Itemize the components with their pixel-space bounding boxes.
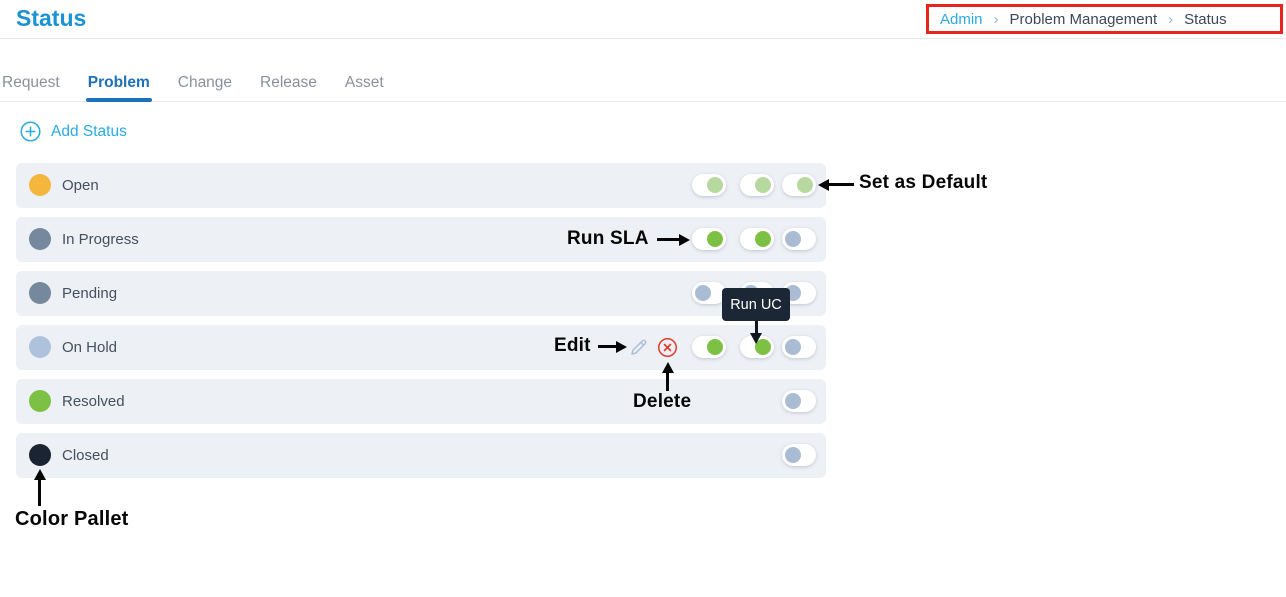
toggle-run-uc[interactable]: [740, 336, 774, 358]
chevron-right-icon: ›: [1168, 10, 1174, 28]
plus-circle-icon: [20, 121, 41, 142]
tab-asset[interactable]: Asset: [344, 73, 384, 91]
toggle-knob: [797, 177, 813, 193]
status-row-pending: Pending: [16, 271, 826, 316]
module-tabs: Request Problem Change Release Asset: [2, 64, 384, 102]
header-divider: [0, 38, 1286, 39]
toggle-knob: [785, 231, 801, 247]
status-row-resolved: Resolved: [16, 379, 826, 424]
status-color-dot[interactable]: [29, 336, 51, 358]
toggle-set-default[interactable]: [782, 174, 816, 196]
annotation-arrowhead-right: [616, 341, 627, 353]
tab-change[interactable]: Change: [177, 73, 233, 91]
status-label: Pending: [62, 285, 118, 302]
toggle-run-sla[interactable]: [692, 228, 726, 250]
annotation-delete: Delete: [633, 391, 692, 412]
toggle-set-default[interactable]: [782, 336, 816, 358]
toggle-run-sla[interactable]: [692, 336, 726, 358]
annotation-arrow-line: [38, 479, 41, 506]
status-label: Resolved: [62, 393, 125, 410]
status-row-on-hold: On Hold: [16, 325, 826, 370]
status-color-dot[interactable]: [29, 174, 51, 196]
annotation-arrow-line: [666, 372, 669, 391]
annotation-arrowhead-up: [662, 362, 674, 373]
status-label: On Hold: [62, 339, 118, 356]
add-status-button[interactable]: Add Status: [20, 121, 127, 142]
status-label: Open: [62, 177, 99, 194]
chevron-right-icon: ›: [993, 10, 999, 28]
tabs-divider: [0, 101, 1286, 102]
toggle-run-sla[interactable]: [692, 282, 726, 304]
annotation-arrowhead-right: [679, 234, 690, 246]
toggle-knob: [707, 339, 723, 355]
status-color-dot[interactable]: [29, 390, 51, 412]
tab-problem[interactable]: Problem: [85, 64, 152, 102]
annotation-set-as-default: Set as Default: [859, 172, 988, 193]
annotation-arrow-line: [828, 183, 854, 186]
tab-release[interactable]: Release: [260, 73, 317, 91]
run-uc-tooltip: Run UC: [722, 288, 790, 321]
toggle-run-uc[interactable]: [740, 228, 774, 250]
add-status-label: Add Status: [51, 122, 127, 140]
toggle-knob: [785, 393, 801, 409]
toggle-knob: [707, 231, 723, 247]
toggle-set-default[interactable]: [782, 390, 816, 412]
annotation-arrow-line: [598, 345, 617, 348]
annotation-arrowhead-up: [34, 469, 46, 480]
status-row-open: Open: [16, 163, 826, 208]
breadcrumb-admin[interactable]: Admin: [940, 10, 983, 28]
status-label: Closed: [62, 447, 109, 464]
annotation-arrow-line: [657, 238, 680, 241]
toggle-set-default[interactable]: [782, 228, 816, 250]
toggle-set-default[interactable]: [782, 444, 816, 466]
toggle-run-sla[interactable]: [692, 174, 726, 196]
toggle-knob: [707, 177, 723, 193]
tab-request[interactable]: Request: [2, 73, 60, 91]
annotation-run-sla: Run SLA: [567, 228, 649, 249]
annotation-arrowhead-left: [818, 179, 829, 191]
delete-circle-icon[interactable]: [657, 337, 678, 358]
toggle-knob: [695, 285, 711, 301]
edit-pencil-icon[interactable]: [628, 337, 649, 358]
status-label: In Progress: [62, 231, 139, 248]
toggle-knob: [785, 447, 801, 463]
toggle-run-uc[interactable]: [740, 174, 774, 196]
toggle-knob: [755, 231, 771, 247]
page-title: Status: [16, 5, 87, 31]
breadcrumb: Admin › Problem Management › Status: [926, 4, 1283, 34]
run-uc-arrow: [755, 321, 758, 333]
annotation-edit: Edit: [554, 335, 591, 356]
breadcrumb-status: Status: [1184, 10, 1227, 28]
status-color-dot[interactable]: [29, 444, 51, 466]
toggle-knob: [785, 339, 801, 355]
breadcrumb-problem-management[interactable]: Problem Management: [1009, 10, 1158, 28]
status-color-dot[interactable]: [29, 282, 51, 304]
status-row-closed: Closed: [16, 433, 826, 478]
status-row-in-progress: In Progress: [16, 217, 826, 262]
status-color-dot[interactable]: [29, 228, 51, 250]
annotation-color-pallet: Color Pallet: [15, 508, 129, 530]
toggle-knob: [755, 177, 771, 193]
run-uc-arrowhead-down: [750, 333, 762, 344]
